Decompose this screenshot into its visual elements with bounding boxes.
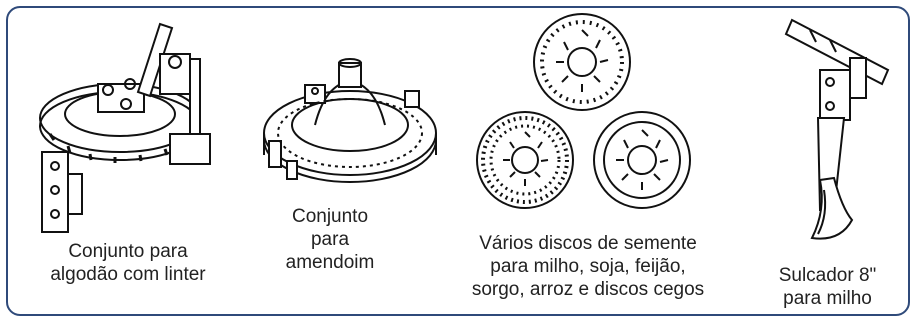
caption-seed-discs: Vários discos de semente para milho, soj… [471, 233, 705, 300]
cotton-kit-illustration [39, 22, 211, 233]
seed-disc-left [476, 111, 574, 209]
caption-peanut-kit: Conjunto para amendoim [285, 206, 375, 273]
peanut-kit-illustration [263, 58, 437, 183]
seed-disc-top [533, 13, 631, 111]
caption-cotton-kit: Conjunto para algodão com linter [50, 241, 206, 285]
furrower-illustration [784, 18, 890, 240]
seed-discs-illustration [476, 13, 691, 209]
seed-disc-right [593, 111, 691, 209]
caption-furrower: Sulcador 8" para milho [778, 265, 877, 309]
